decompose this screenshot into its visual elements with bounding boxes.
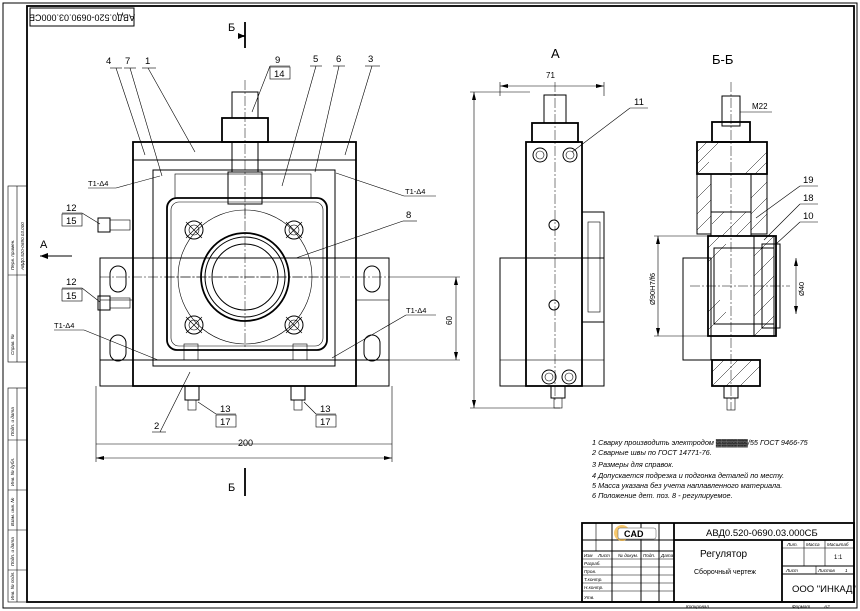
- tb-hdr-sign: Подп.: [643, 553, 655, 558]
- note-5: 5 Масса указана без учета наплавленного …: [592, 481, 782, 490]
- tb-scale-value: 1:1: [834, 555, 843, 561]
- technical-notes: 1 Сварку производить электродом ▓▓▓▓▓▓/5…: [591, 438, 809, 500]
- weld-2: T1-Δ4: [405, 187, 425, 196]
- inner-frame: [26, 5, 855, 603]
- section-mark-bottom: Б: [228, 482, 235, 494]
- callout-13b: 13: [320, 404, 331, 415]
- callout-17a: 17: [220, 417, 231, 428]
- tb-hdr-list: Лист: [597, 553, 610, 558]
- callout-14: 14: [274, 69, 285, 80]
- tb-role-appr: Утв.: [584, 595, 594, 600]
- note-6: 6 Положение дет. поз. 8 - регулируемое.: [592, 491, 733, 500]
- tb-col-mass: Масса: [806, 542, 820, 547]
- section-title: Б-Б: [712, 52, 733, 67]
- callout-17b: 17: [320, 417, 331, 428]
- callout-19: 19: [803, 175, 814, 186]
- callout-12a: 12: [66, 203, 77, 214]
- dim-71-value: 71: [546, 71, 555, 80]
- strip-inv-dubl: Инв. № дубл.: [10, 458, 15, 486]
- tb-hdr-date: Дата: [660, 553, 674, 558]
- rotated-stamp: АВД0.520-0690.03.000СБ: [29, 7, 135, 27]
- tb-company: ООО "ИНКАД": [792, 584, 856, 595]
- tb-row-sheets: Листов: [817, 568, 835, 573]
- tb-col-scale: Масштаб: [827, 542, 849, 547]
- callout-10: 10: [803, 211, 814, 222]
- sheet-footer: Копировал Формат А2: [686, 604, 830, 609]
- front-callouts: 4 7 1 9 14 5 6 3 8 12 15 12 15 2: [61, 54, 417, 433]
- callout-6: 6: [336, 54, 341, 65]
- tb-role-chk: Пров.: [584, 569, 596, 574]
- callout-5: 5: [313, 54, 318, 65]
- flange-bolts: [184, 220, 304, 335]
- callout-4: 4: [106, 56, 111, 67]
- note-4: 4 Допускается подрезка и подгонка детале…: [592, 471, 784, 480]
- tb-name: Регулятор: [700, 549, 747, 560]
- tb-col-lit: Лит.: [786, 542, 798, 547]
- weld-3: T1-Δ4: [54, 321, 74, 330]
- callout-15b: 15: [66, 291, 77, 302]
- tb-sheets-value: 1: [845, 568, 848, 573]
- view-arrow-a: А: [40, 239, 72, 259]
- footer-copied: Копировал: [686, 604, 709, 609]
- cad-logo-text: CAD: [624, 529, 644, 539]
- weld-4: T1-Δ4: [406, 306, 426, 315]
- section-line-b: Б Б: [228, 22, 246, 496]
- strip-sprav-label: Справ. №: [10, 334, 15, 355]
- strip-perv-label: Перв. примен.: [10, 239, 15, 270]
- strip-podp-data-2: Подп. и дата: [10, 537, 15, 566]
- tb-subtitle: Сборочный чертеж: [694, 568, 756, 576]
- left-strip: Перв. примен. АВД0.520-0690.03.000 Справ…: [7, 185, 28, 603]
- callout-8: 8: [406, 210, 411, 221]
- dim-dia-40: Ø40: [797, 282, 806, 296]
- tb-hdr-doc: № докум.: [618, 553, 638, 558]
- dim-200-value: 200: [238, 438, 253, 448]
- front-view: [97, 80, 390, 411]
- tb-hdr-izm: Изм: [584, 553, 593, 558]
- view-arrow-label: А: [40, 239, 48, 251]
- callout-3: 3: [368, 54, 373, 65]
- note-2: 2 Сварные швы по ГОСТ 14771-76.: [591, 448, 712, 457]
- footer-format-value: А2: [823, 604, 830, 609]
- dim-m22: M22: [752, 102, 768, 111]
- callout-11: 11: [634, 97, 644, 108]
- dim-60: 60: [389, 276, 460, 361]
- rotated-stamp-code: АВД0.520-0690.03.000СБ: [29, 13, 135, 23]
- section-b-b: Б-Б: [648, 52, 818, 411]
- strip-podp-data-1: Подп. и дата: [10, 407, 15, 436]
- footer-format-label: Формат: [792, 604, 810, 609]
- weld-symbols: T1-Δ4 T1-Δ4 T1-Δ4 T1-Δ4: [54, 172, 436, 361]
- callout-13a: 13: [220, 404, 231, 415]
- callout-18: 18: [803, 193, 814, 204]
- view-a: А 71 11: [470, 46, 648, 409]
- callout-1: 1: [145, 56, 150, 67]
- tb-row-list: Лист: [785, 568, 798, 573]
- section-mark-top: Б: [228, 22, 235, 34]
- dim-dia-90: Ø90H7/f6: [648, 273, 657, 305]
- strip-inv-podl: Инв. № подл.: [10, 571, 15, 600]
- weld-1: T1-Δ4: [88, 179, 108, 188]
- dim-200: 200: [95, 386, 393, 462]
- tb-role-dev: Разраб.: [584, 561, 601, 566]
- note-3: 3 Размеры для справок.: [592, 460, 674, 469]
- callout-2: 2: [154, 421, 159, 432]
- callout-12b: 12: [66, 277, 77, 288]
- title-block: Изм Лист № докум. Подп. Дата Разраб. Про…: [581, 522, 856, 603]
- tb-role-ncontr: Н.контр.: [584, 585, 603, 590]
- callout-7: 7: [125, 56, 130, 67]
- section-hatching: [696, 141, 775, 387]
- view-a-title: А: [551, 46, 560, 61]
- dim-60-value: 60: [445, 316, 454, 325]
- tb-role-tcontr: Т.контр.: [584, 577, 603, 582]
- callout-9: 9: [275, 55, 280, 66]
- strip-perv-value: АВД0.520-0690.03.000: [20, 222, 25, 271]
- note-1: 1 Сварку производить электродом ▓▓▓▓▓▓/5…: [592, 438, 809, 448]
- tb-doc-code: АВД0.520-0690.03.000СБ: [706, 528, 818, 539]
- callout-15a: 15: [66, 216, 77, 227]
- strip-vzam-inv: Взам. инв. №: [10, 498, 15, 526]
- cad-logo: CAD: [614, 525, 657, 541]
